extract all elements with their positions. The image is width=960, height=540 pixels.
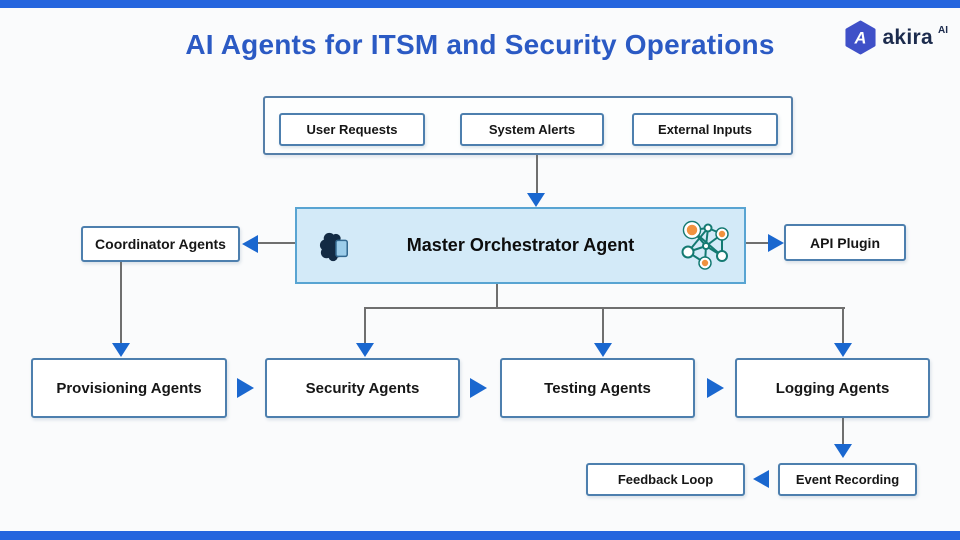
node-logging-agents: Logging Agents — [735, 358, 930, 418]
connector-inputs-to-master — [536, 155, 538, 194]
arrowhead-testing — [594, 343, 612, 357]
node-external-inputs: External Inputs — [632, 113, 778, 146]
connector-master-drop — [496, 284, 498, 309]
node-system-alerts: System Alerts — [460, 113, 604, 146]
network-graph-icon — [681, 220, 729, 270]
flow-arrow-provisioning-to-security — [237, 378, 254, 398]
master-orchestrator-box: Master Orchestrator Agent — [295, 207, 746, 284]
node-provisioning-agents: Provisioning Agents — [31, 358, 227, 418]
node-testing-agents: Testing Agents — [500, 358, 695, 418]
inputs-container: User Requests System Alerts External Inp… — [263, 96, 793, 155]
ai-brain-chip-icon — [319, 232, 348, 262]
connector-coordinator-to-provisioning — [120, 262, 122, 344]
flow-arrow-security-to-testing — [470, 378, 487, 398]
top-accent-bar — [0, 0, 960, 8]
brand-superscript: AI — [938, 25, 948, 36]
flow-arrow-testing-to-logging — [707, 378, 724, 398]
connector-drop-logging — [842, 307, 844, 344]
arrowhead-logging — [834, 343, 852, 357]
arrowhead-provisioning — [112, 343, 130, 357]
node-api-plugin: API Plugin — [784, 224, 906, 261]
connector-drop-security — [364, 307, 366, 344]
connector-master-to-api-plugin — [746, 242, 769, 244]
arrowhead-master-to-api-plugin — [768, 234, 784, 252]
connector-logging-to-event — [842, 418, 844, 445]
connector-master-to-coordinator — [258, 242, 295, 244]
node-event-recording: Event Recording — [778, 463, 917, 496]
arrowhead-inputs-to-master — [527, 193, 545, 207]
arrowhead-event-to-feedback — [753, 470, 769, 488]
connector-drop-testing — [602, 307, 604, 344]
arrowhead-master-to-coordinator — [242, 235, 258, 253]
node-user-requests: User Requests — [279, 113, 425, 146]
bottom-accent-bar — [0, 531, 960, 540]
arrowhead-event-recording — [834, 444, 852, 458]
connector-distribution-horizontal — [364, 307, 845, 309]
page-title: AI Agents for ITSM and Security Operatio… — [185, 29, 775, 60]
node-coordinator-agents: Coordinator Agents — [81, 226, 240, 262]
svg-text:A: A — [854, 29, 867, 47]
akira-hexagon-icon: A — [845, 20, 876, 55]
brand-logo: A akira AI — [844, 20, 948, 55]
node-feedback-loop: Feedback Loop — [586, 463, 745, 496]
node-security-agents: Security Agents — [265, 358, 460, 418]
arrowhead-security — [356, 343, 374, 357]
brand-name: akira — [882, 25, 933, 49]
master-orchestrator-label: Master Orchestrator Agent — [406, 235, 635, 255]
